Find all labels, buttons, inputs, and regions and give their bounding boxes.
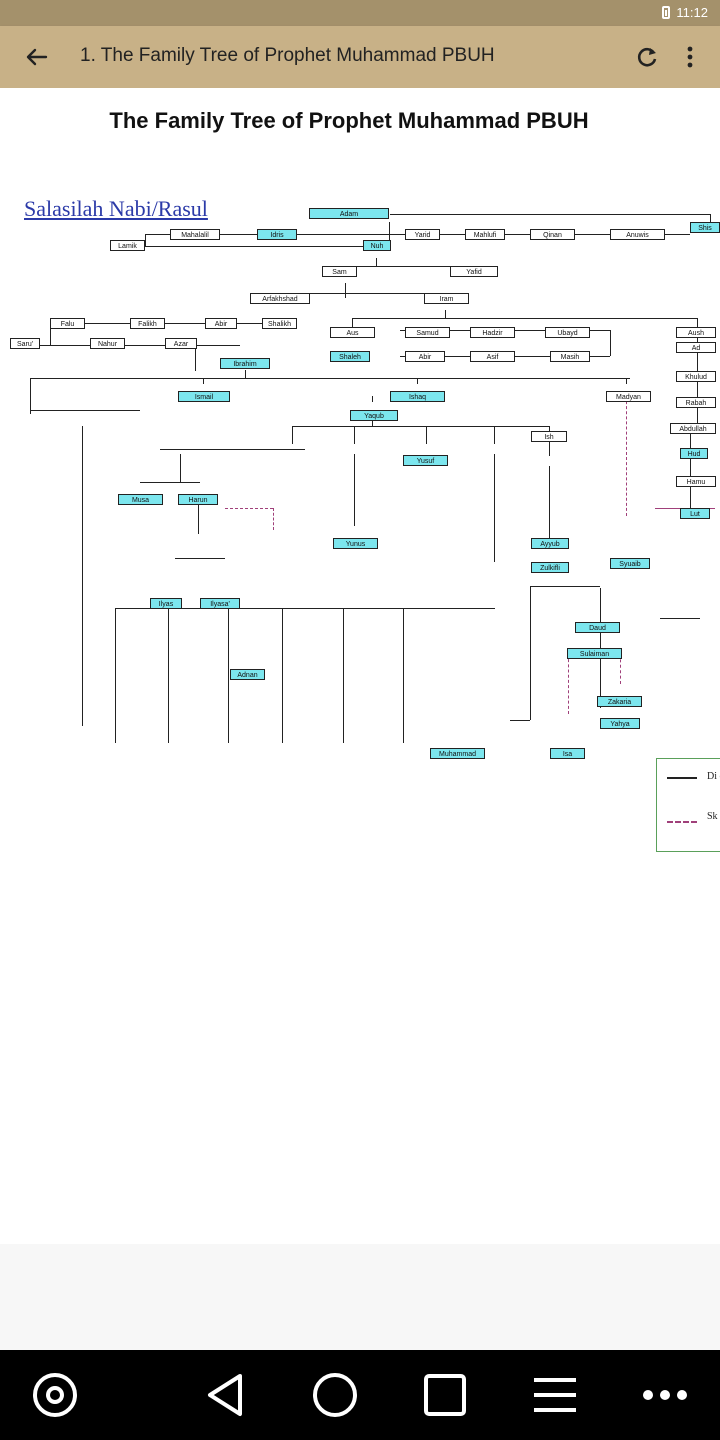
tree-node: Ilyas	[150, 598, 182, 609]
tree-node: Ismail	[178, 391, 230, 402]
tree-node: Musa	[118, 494, 163, 505]
tree-node: Falu	[50, 318, 85, 329]
tree-node: Hadzir	[470, 327, 515, 338]
tree-node: Nahur	[90, 338, 125, 349]
tree-node: Muhammad	[430, 748, 485, 759]
battery-icon	[662, 6, 671, 19]
tree-title: Salasilah Nabi/Rasul	[24, 196, 208, 221]
recents-nav-icon[interactable]	[420, 1370, 470, 1420]
system-nav-bar	[0, 1350, 720, 1440]
legend-dashed-label: Sk ge	[707, 811, 720, 822]
tree-node: Hud	[680, 448, 708, 459]
tree-node: Qinan	[530, 229, 575, 240]
tree-legend: Di de Sk ge	[656, 758, 720, 852]
tree-node: Abdullah	[670, 423, 716, 434]
tree-node: Shalikh	[262, 318, 297, 329]
tree-node: Anuwis	[610, 229, 665, 240]
status-time: 11:12	[676, 5, 708, 20]
tree-node: Lamik	[110, 240, 145, 251]
tree-node: Madyan	[606, 391, 651, 402]
app-bar: 1. The Family Tree of Prophet Muhammad P…	[0, 26, 720, 88]
tree-node: Adam	[309, 208, 389, 219]
tree-node: Yunus	[333, 538, 378, 549]
content-area: The Family Tree of Prophet Muhammad PBUH…	[0, 88, 720, 1244]
tree-node: Mahlufi	[465, 229, 505, 240]
tree-node: Mahalalil	[170, 229, 220, 240]
tree-node: Daud	[575, 622, 620, 633]
tree-node: Ayyub	[531, 538, 569, 549]
content-heading: The Family Tree of Prophet Muhammad PBUH	[109, 108, 589, 133]
tree-node: Aus	[330, 327, 375, 338]
back-arrow-icon[interactable]	[22, 42, 52, 72]
tree-node: Idris	[257, 229, 297, 240]
tree-node: Nuh	[363, 240, 391, 251]
tree-node: Falikh	[130, 318, 165, 329]
tree-node: Harun	[178, 494, 218, 505]
tree-node: Zakaria	[597, 696, 642, 707]
tree-node: Isa	[550, 748, 585, 759]
tree-node: Shis	[690, 222, 720, 233]
tree-node: Ad	[676, 342, 716, 353]
home-nav-icon[interactable]	[310, 1370, 360, 1420]
tree-node: Rabah	[676, 397, 716, 408]
page-bottom-area	[0, 1244, 720, 1350]
refresh-icon[interactable]	[633, 43, 661, 71]
tree-node: Adnan	[230, 669, 265, 680]
tree-node: Masih	[550, 351, 590, 362]
tree-node: Sam	[322, 266, 357, 277]
tree-node: Yaqub	[350, 410, 398, 421]
assistant-icon[interactable]	[30, 1370, 80, 1420]
tree-node: Yusuf	[403, 455, 448, 466]
tree-node: Shaleh	[330, 351, 370, 362]
tree-node: Sulaiman	[567, 648, 622, 659]
tree-node: Ubayd	[545, 327, 590, 338]
tree-node: Asif	[470, 351, 515, 362]
family-tree-image: Salasilah Nabi/Rasul	[0, 188, 720, 878]
tree-node: Lut	[680, 508, 710, 519]
tree-node: Khulud	[676, 371, 716, 382]
tree-node: Yahya	[600, 718, 640, 729]
tree-node: Hamu	[676, 476, 716, 487]
back-nav-icon[interactable]	[200, 1370, 250, 1420]
status-bar: 11:12	[0, 0, 720, 26]
tree-node: Ishaq	[390, 391, 445, 402]
tree-node: Yarid	[405, 229, 440, 240]
tree-node: Syuaib	[610, 558, 650, 569]
tree-node: Azar	[165, 338, 197, 349]
tree-node: Ibrahim	[220, 358, 270, 369]
menu-nav-icon[interactable]	[530, 1370, 580, 1420]
tree-node: Yafid	[450, 266, 498, 277]
tree-node: Abir	[205, 318, 237, 329]
tree-node: Saru'	[10, 338, 40, 349]
tree-node: Samud	[405, 327, 450, 338]
tree-node: Ish	[531, 431, 567, 442]
tree-node: Zulkifli	[531, 562, 569, 573]
tree-node: Arfakhshad	[250, 293, 310, 304]
tree-node: Iram	[424, 293, 469, 304]
more-options-icon[interactable]	[678, 43, 702, 71]
tree-node: Abir	[405, 351, 445, 362]
tree-node: Ilyasa'	[200, 598, 240, 609]
page-title: 1. The Family Tree of Prophet Muhammad P…	[80, 45, 495, 66]
tree-node: Aush	[676, 327, 716, 338]
more-nav-icon[interactable]	[640, 1370, 690, 1420]
legend-solid-label: Di de	[707, 771, 720, 782]
